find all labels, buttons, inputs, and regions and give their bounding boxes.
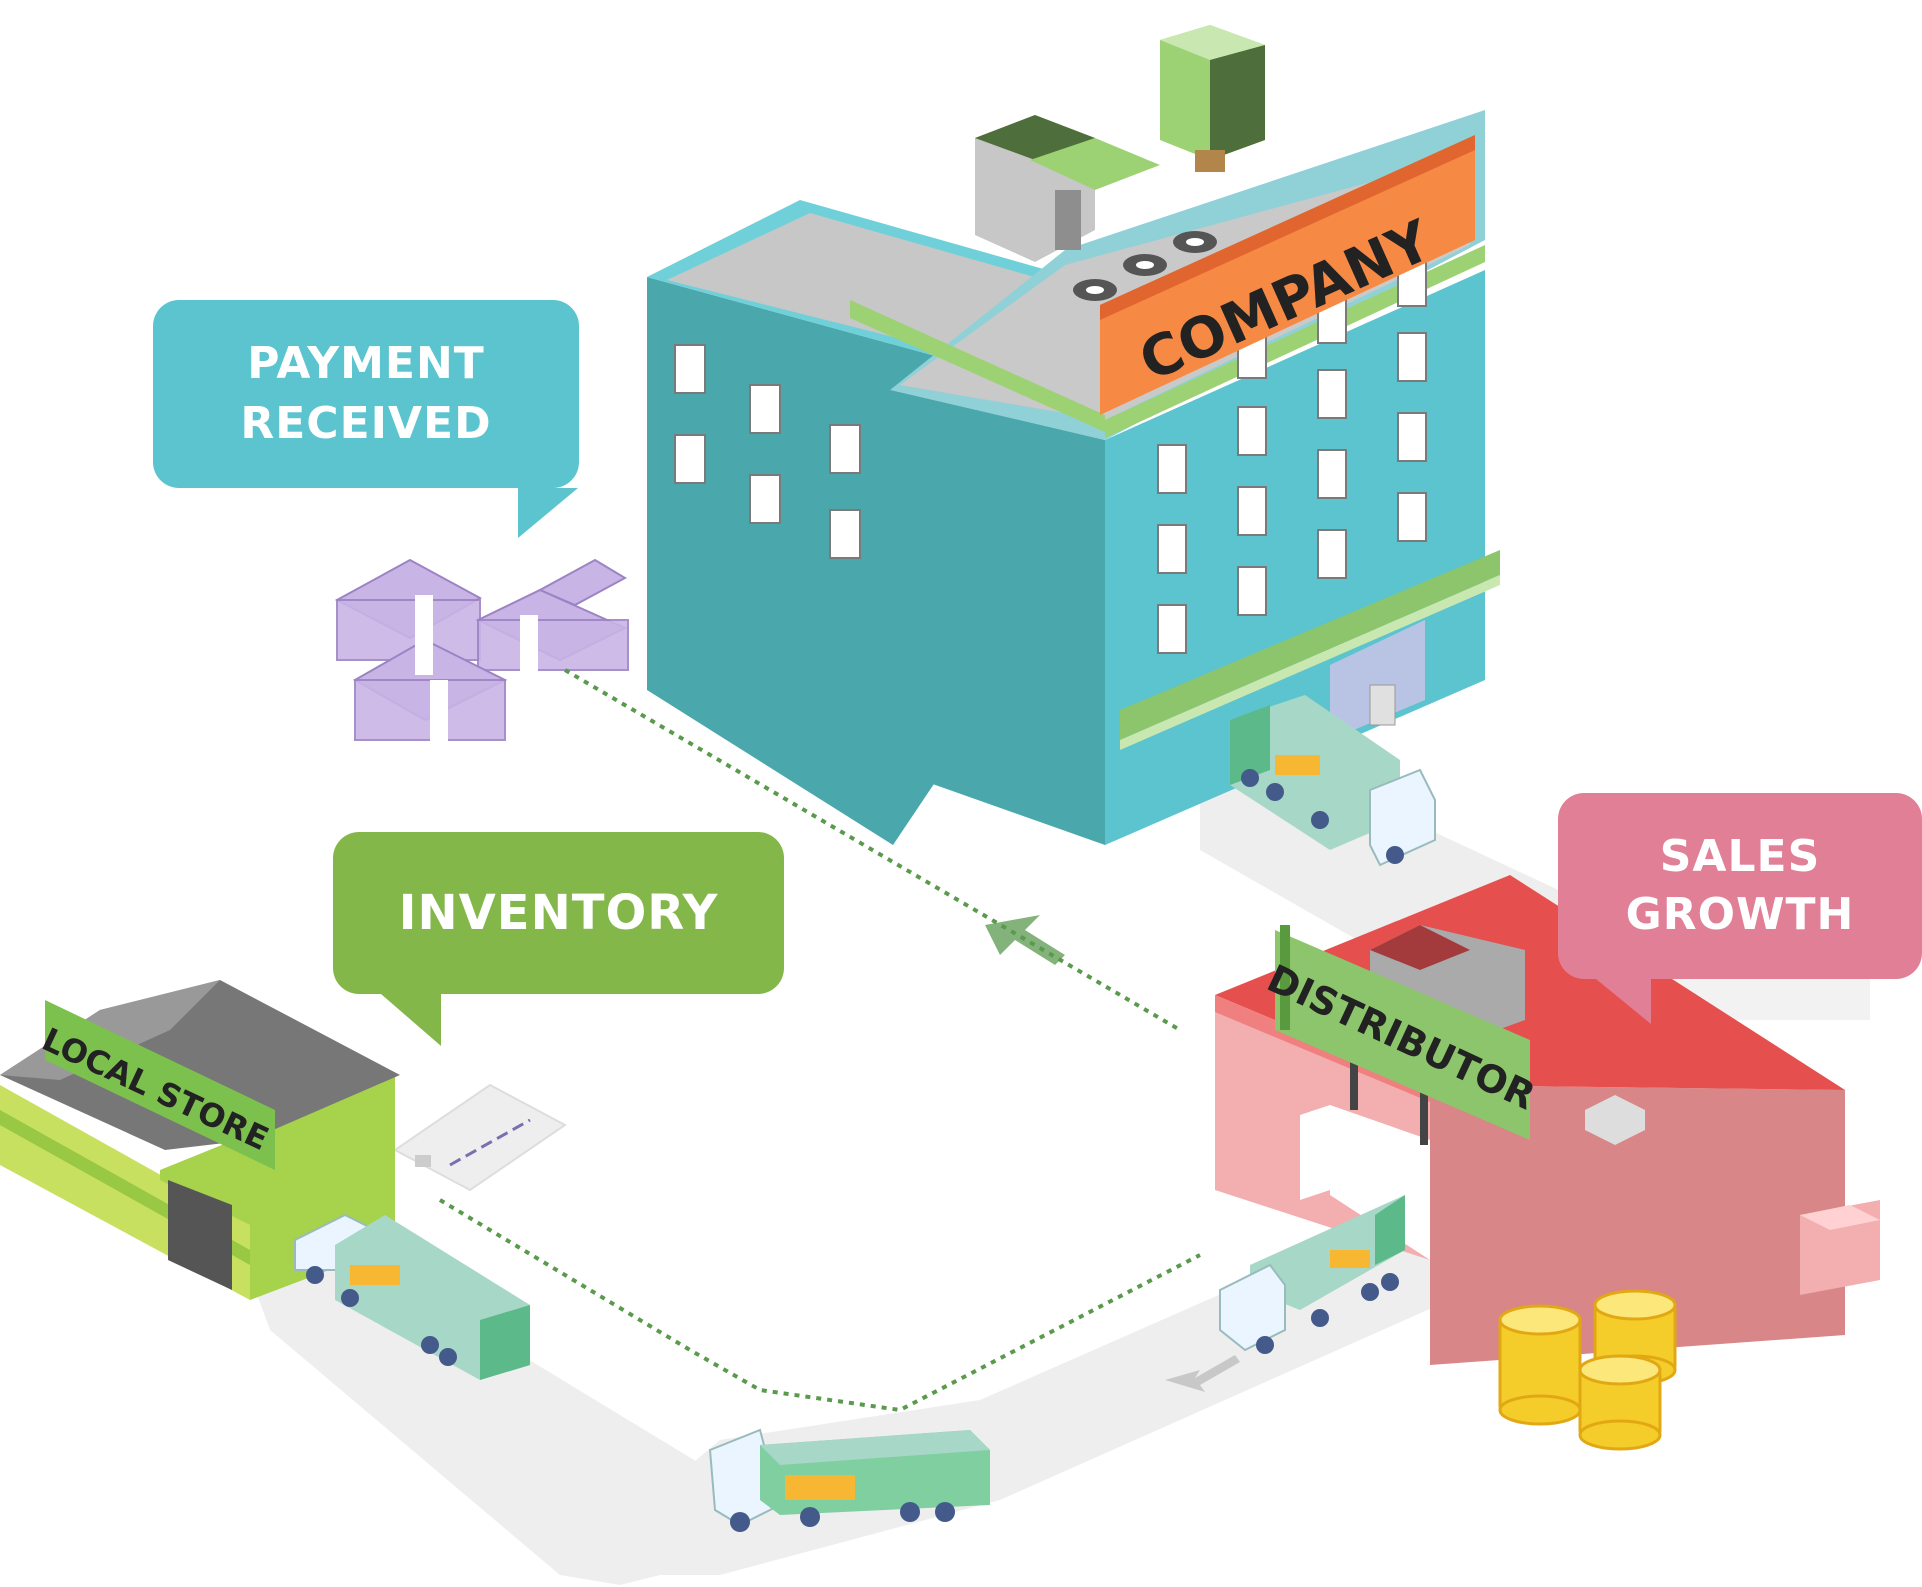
cash-stack-icon xyxy=(334,558,629,750)
sales-growth-label: SALES GROWTH xyxy=(1625,831,1855,940)
inventory-bubble: INVENTORY xyxy=(333,832,784,1046)
distributor-building: DISTRIBUTOR xyxy=(1215,875,1880,1365)
truck-icon xyxy=(1219,1195,1405,1354)
truck-icon xyxy=(294,1213,530,1380)
payment-received-label: PAYMENT RECEIVED xyxy=(240,338,492,449)
bubble-tail xyxy=(381,994,441,1046)
inventory-label: INVENTORY xyxy=(398,885,719,941)
bubble-tail xyxy=(1596,979,1651,1024)
payment-received-bubble: PAYMENT RECEIVED xyxy=(153,300,579,538)
coin-stack-icon xyxy=(1498,1289,1677,1451)
bubble-tail xyxy=(518,488,578,538)
arrow-icon xyxy=(1165,1355,1240,1392)
arrow-icon xyxy=(985,915,1065,965)
truck-icon xyxy=(708,1428,990,1532)
truck-icon xyxy=(1230,695,1436,867)
flow-lines xyxy=(438,668,1201,1413)
sales-growth-bubble: SALES GROWTH xyxy=(1558,793,1922,1024)
credit-card-icon xyxy=(393,1083,567,1192)
company-building: COMPANY xyxy=(647,25,1500,845)
